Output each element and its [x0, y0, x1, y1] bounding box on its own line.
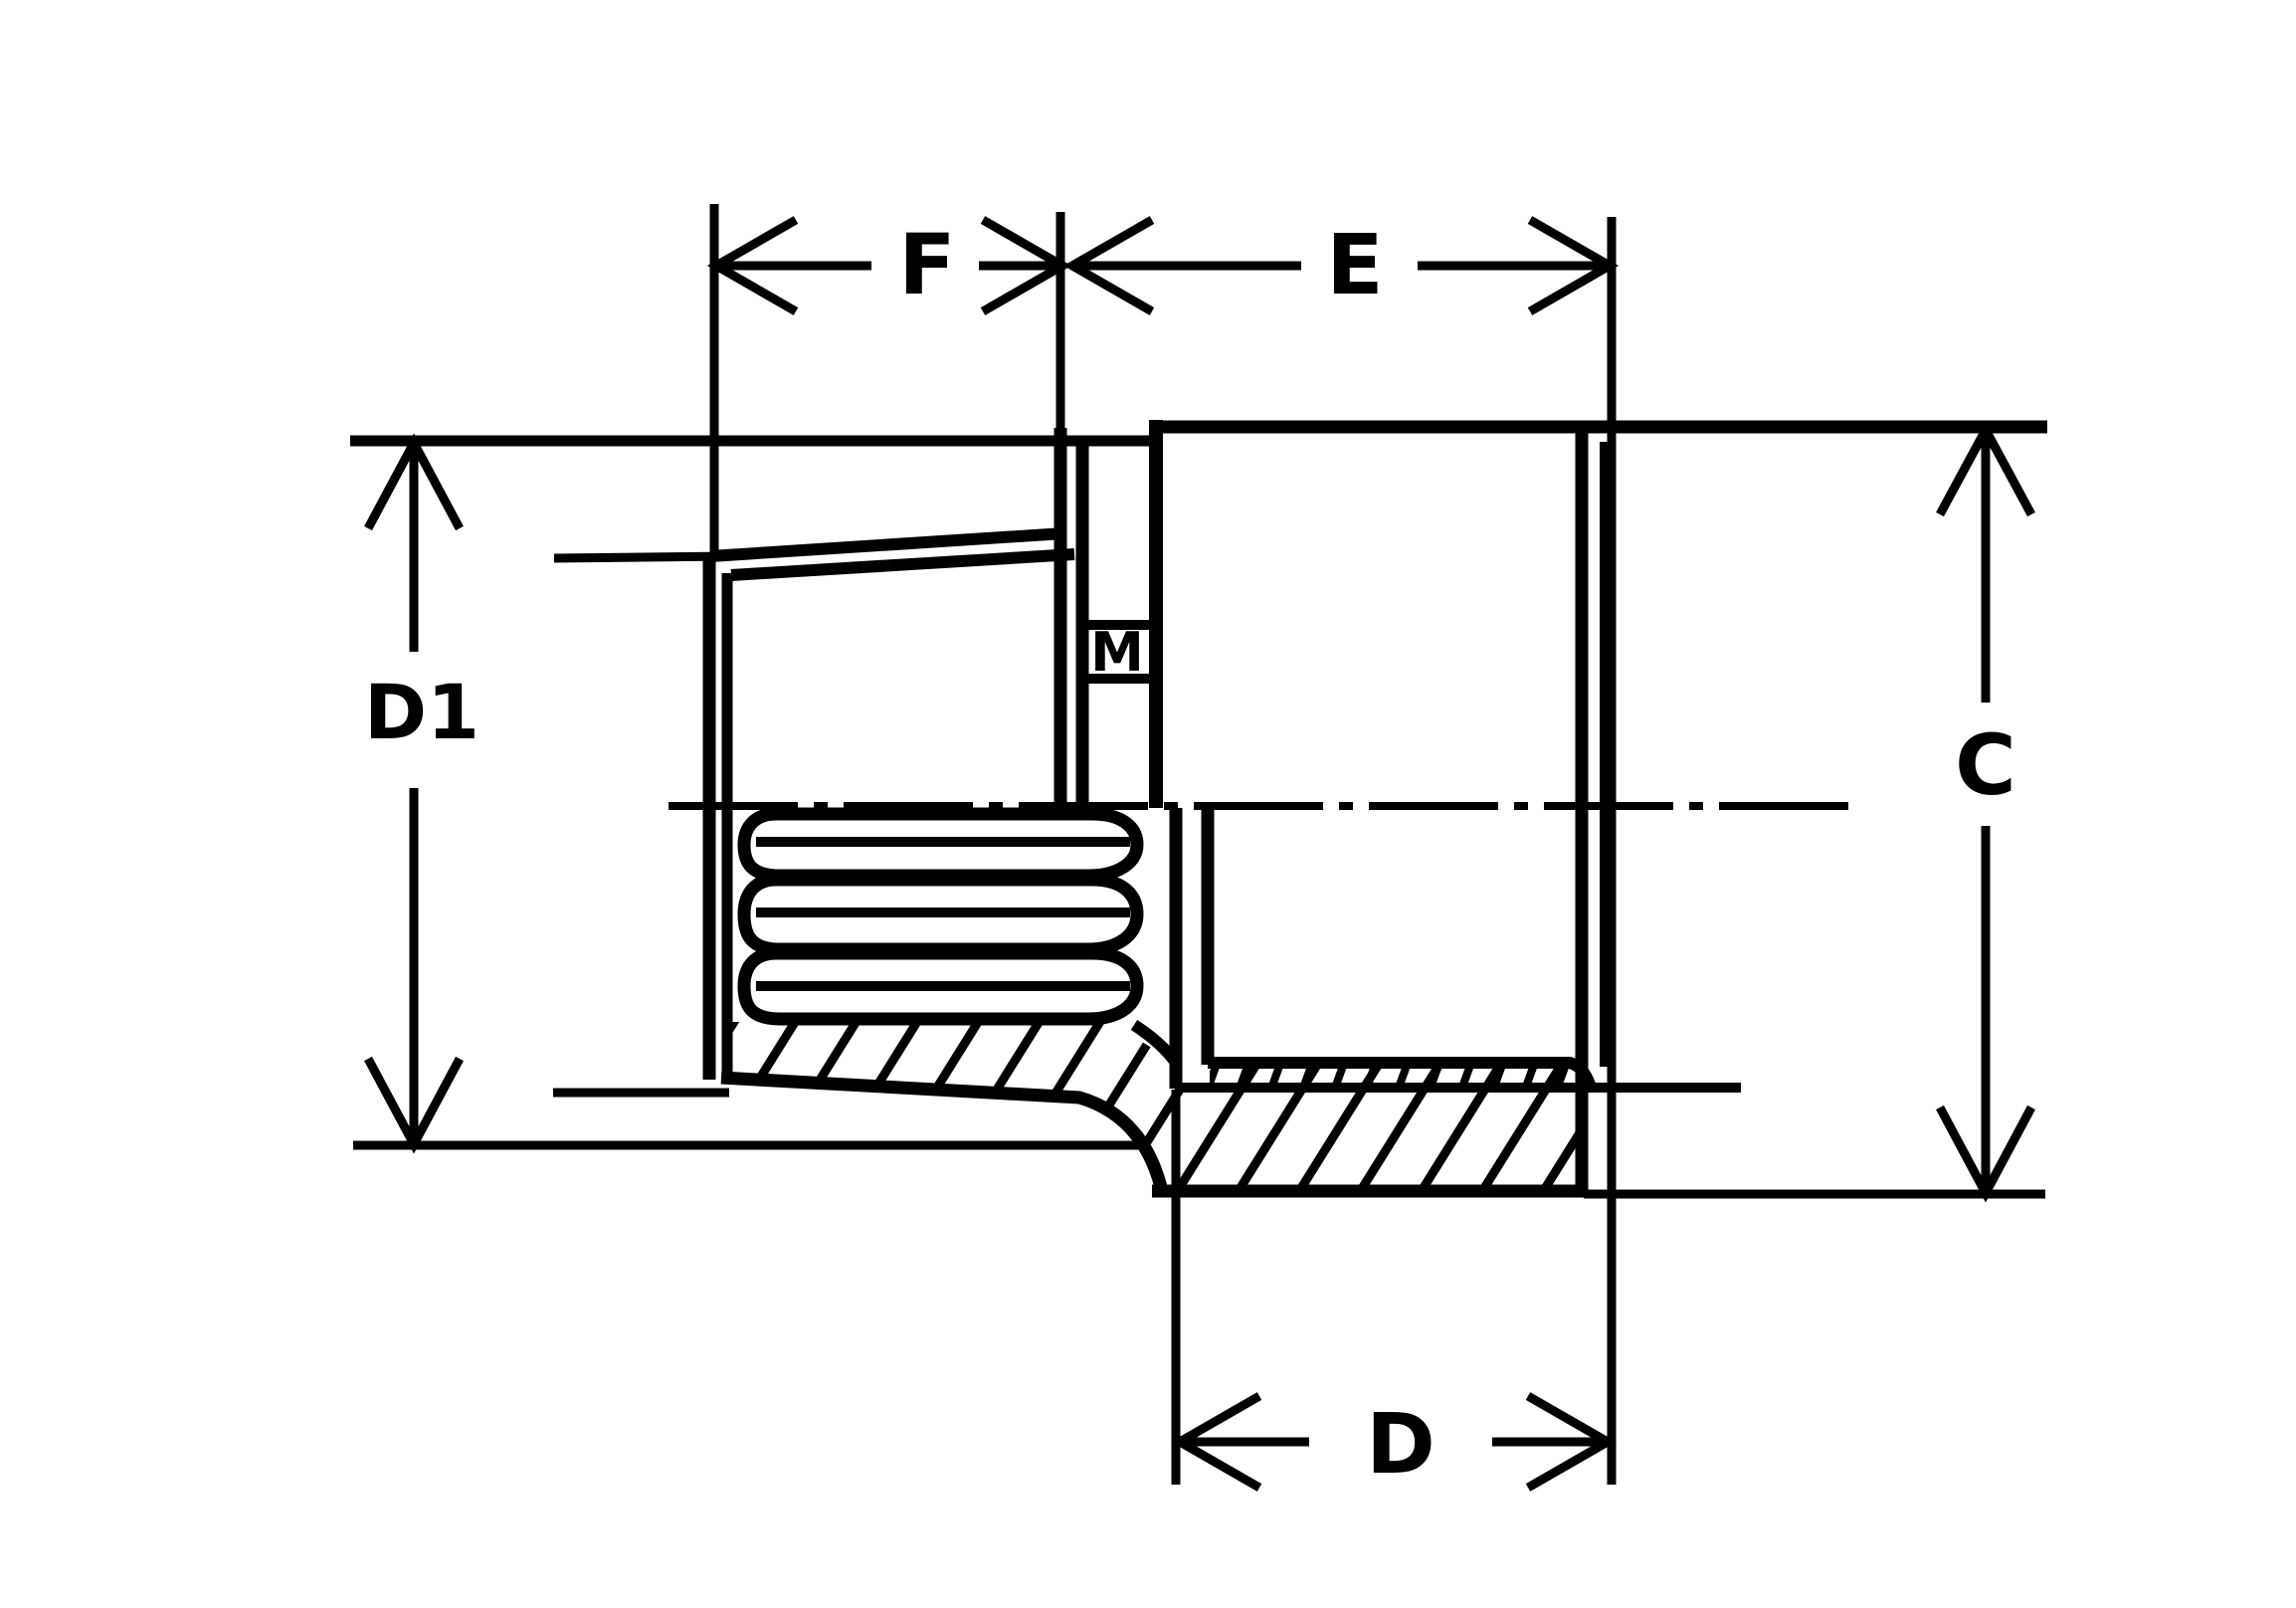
dim-label-d: D	[1366, 1395, 1435, 1493]
dim-d1-arrow-up-icon	[364, 433, 464, 531]
hatch-left-wall	[724, 1022, 1176, 1189]
dim-e-arrow-right-icon	[1527, 216, 1620, 315]
m-gap-callout: M	[1083, 620, 1153, 684]
section-hatching	[724, 1022, 1582, 1189]
dim-f	[706, 216, 1072, 315]
dim-d1	[364, 433, 464, 1154]
dim-d-arrow-left-icon	[1170, 1392, 1262, 1492]
thread-taper-upper-line	[709, 527, 1065, 562]
dim-d	[1170, 1392, 1618, 1492]
thread-taper-lower-line	[730, 548, 1075, 581]
left-bottom-wall-line	[720, 1071, 1169, 1193]
body-outline	[1149, 420, 2047, 1198]
dim-label-d1: D1	[364, 668, 479, 756]
bore-surface-line	[1208, 1057, 1596, 1088]
dim-d-arrow-right-icon	[1525, 1392, 1618, 1492]
dim-label-c: C	[1955, 716, 2016, 814]
dim-c	[1936, 420, 2035, 1203]
dim-e-arrow-left-icon	[1062, 216, 1155, 315]
extension-lines	[350, 204, 2045, 1485]
dim-f-arrow-right-icon	[980, 216, 1072, 315]
dim-f-arrow-left-icon	[706, 216, 799, 315]
ext-stub-thread-top	[553, 551, 732, 563]
hatch-right-wall	[1178, 1064, 1582, 1189]
left-thread-end-outline	[702, 428, 1169, 1193]
dim-c-arrow-up-icon	[1936, 420, 2035, 517]
dim-d1-arrow-down-icon	[364, 1056, 464, 1154]
hatch-bore-strip	[1210, 1064, 1577, 1087]
dim-label-e: E	[1326, 216, 1383, 313]
dim-label-f: F	[898, 216, 955, 313]
dim-label-m: M	[1090, 621, 1144, 684]
dim-c-arrow-down-icon	[1936, 1105, 2035, 1203]
thread-section-turns	[737, 807, 1181, 1067]
dim-e	[1062, 216, 1620, 315]
